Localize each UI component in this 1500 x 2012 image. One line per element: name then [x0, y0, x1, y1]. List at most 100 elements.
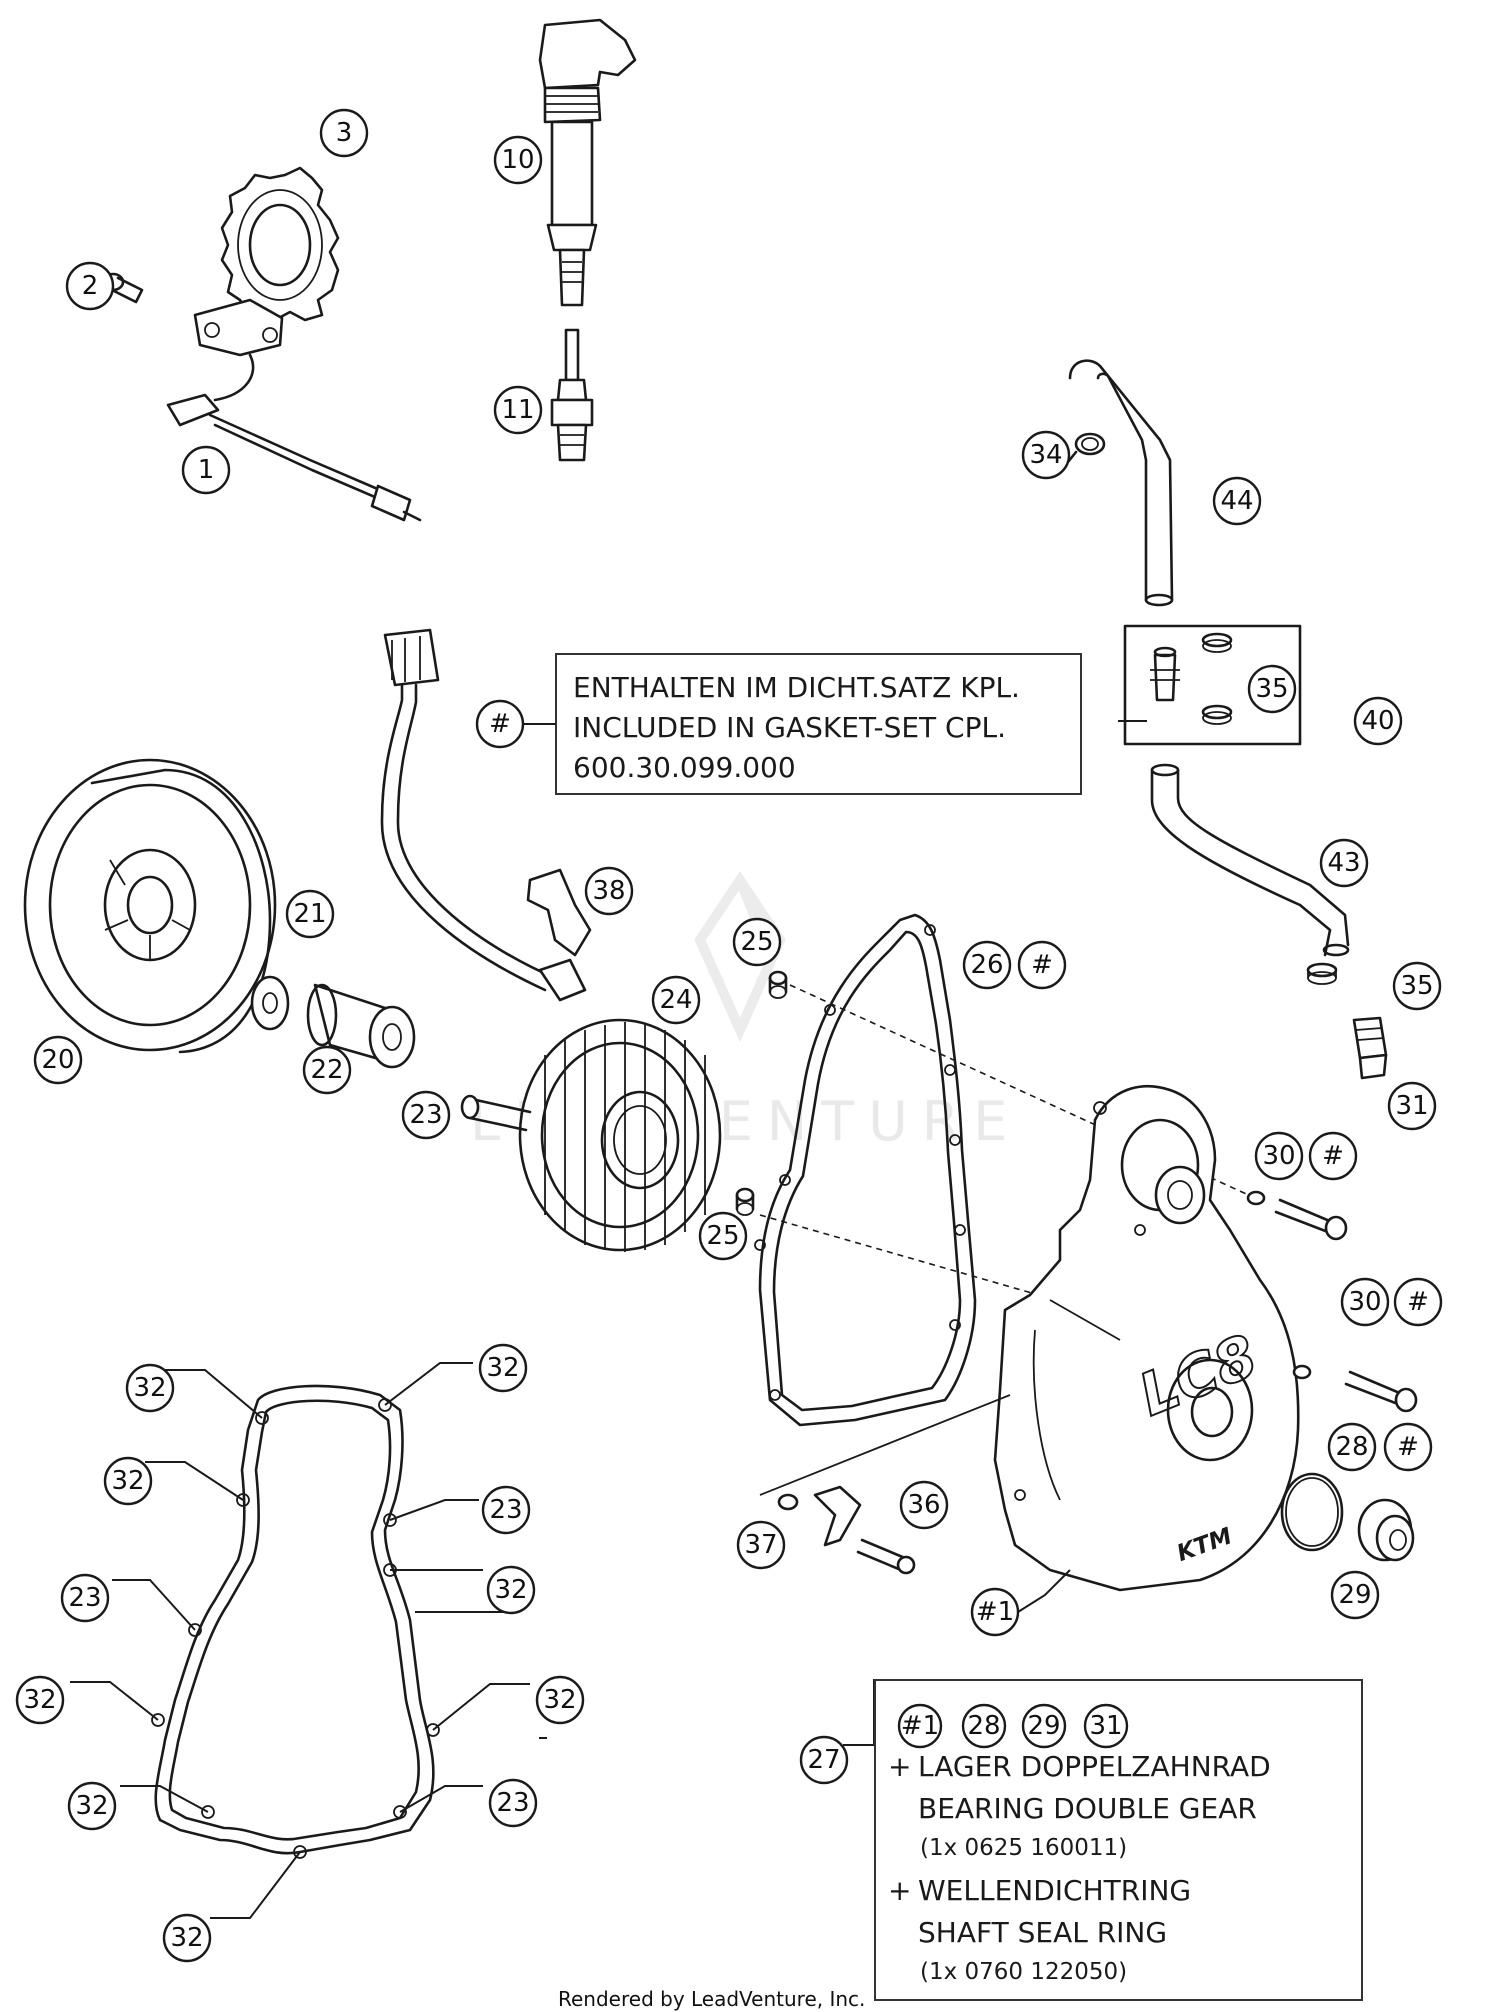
hose-clamp-part-34[interactable] [1066, 432, 1106, 464]
callout-c10[interactable]: 10 [493, 135, 543, 185]
callout-c2[interactable]: 2 [65, 261, 115, 311]
crankcase-gasket[interactable] [151, 1384, 440, 1859]
generator-cover-part-1[interactable]: LC8 KTM [993, 1085, 1300, 1592]
cover-gasket-part-26[interactable] [754, 913, 977, 1427]
callout-label: 27 [807, 1745, 840, 1775]
hose-fitting-part-31[interactable] [1352, 1016, 1388, 1080]
callout-kit31[interactable]: 31 [1083, 1703, 1129, 1749]
callout-chash5[interactable]: # [1383, 1422, 1433, 1472]
leader-lines [70, 720, 1147, 1919]
washer-part-37[interactable] [777, 1493, 799, 1511]
callout-chash1b[interactable]: #1 [970, 1587, 1020, 1637]
kit-plus-1: + [888, 1750, 911, 1783]
stator-bolt-part-23[interactable] [460, 1094, 532, 1132]
callout-circle [1017, 940, 1067, 990]
cable-clip-part-38[interactable] [526, 868, 592, 957]
callout-chash2[interactable]: # [1017, 940, 1067, 990]
o-ring-part-28[interactable] [1280, 1472, 1344, 1552]
callout-c23c[interactable]: 23 [60, 1573, 110, 1623]
callout-label: 44 [1220, 486, 1253, 516]
callout-label: 28 [967, 1711, 1000, 1741]
breather-hose-part-44[interactable] [1068, 359, 1174, 607]
callout-c28[interactable]: 28 [1327, 1422, 1377, 1472]
callout-circle [732, 917, 782, 967]
callout-c36[interactable]: 36 [899, 1480, 949, 1530]
callout-c32e[interactable]: 32 [15, 1675, 65, 1725]
trigger-wheel-part-3[interactable] [220, 166, 340, 322]
gasket-note-line2: INCLUDED IN GASKET-SET CPL. [573, 711, 1006, 744]
callout-c23a[interactable]: 23 [401, 1090, 451, 1140]
callout-c32g[interactable]: 32 [67, 1781, 117, 1831]
callout-chash4[interactable]: # [1393, 1277, 1443, 1327]
callout-c25b[interactable]: 25 [698, 1211, 748, 1261]
callout-circle [60, 1573, 110, 1623]
callout-c30b[interactable]: 30 [1340, 1277, 1390, 1327]
callout-c32h[interactable]: 32 [162, 1913, 212, 1963]
callout-c26[interactable]: 26 [962, 940, 1012, 990]
dowel-pin-part-25b[interactable] [735, 1187, 755, 1216]
footer-credit: Rendered by LeadVenture, Inc. [558, 1987, 865, 2011]
callout-kit1[interactable]: #1 [897, 1703, 943, 1749]
callout-label: 1 [198, 455, 215, 485]
alignment-lines [759, 984, 1301, 1371]
callout-c32a[interactable]: 32 [125, 1363, 175, 1413]
callout-c32f[interactable]: 32 [535, 1675, 585, 1725]
callout-circle [65, 261, 115, 311]
callout-c44[interactable]: 44 [1212, 476, 1262, 526]
callout-circle [961, 1703, 1007, 1749]
callout-c1[interactable]: 1 [181, 445, 231, 495]
callout-label: 28 [1335, 1432, 1368, 1462]
callout-c20[interactable]: 20 [33, 1035, 83, 1085]
callout-c32d[interactable]: 32 [486, 1565, 536, 1615]
breather-valve-assembly-part-40[interactable] [1123, 624, 1302, 746]
callout-chash3[interactable]: # [1308, 1131, 1358, 1181]
stator-part-24[interactable] [380, 628, 722, 1252]
callout-chash1[interactable]: # [475, 699, 525, 749]
callout-circle [584, 866, 634, 916]
callout-label: 23 [409, 1100, 442, 1130]
callout-c32b[interactable]: 32 [478, 1343, 528, 1393]
callout-label: 31 [1395, 1091, 1428, 1121]
callout-label: 23 [68, 1583, 101, 1613]
washer-part-21[interactable] [250, 975, 290, 1031]
callout-c37[interactable]: 37 [736, 1520, 786, 1570]
callout-c11[interactable]: 11 [493, 385, 543, 435]
cover-bolt-part-30a[interactable] [1246, 1190, 1348, 1241]
ignition-coil-part-10[interactable] [538, 18, 637, 307]
spark-plug-part-11[interactable] [550, 328, 594, 462]
callout-c32c[interactable]: 32 [103, 1456, 153, 1506]
callout-c23b[interactable]: 23 [481, 1485, 531, 1535]
callout-c21[interactable]: 21 [285, 889, 335, 939]
callout-c24[interactable]: 24 [651, 975, 701, 1025]
callout-c22[interactable]: 22 [302, 1045, 352, 1095]
callout-c38[interactable]: 38 [584, 866, 634, 916]
breather-hose-part-43[interactable] [1150, 763, 1350, 957]
flywheel-part-20[interactable] [23, 758, 277, 1054]
callout-c34[interactable]: 34 [1021, 430, 1071, 480]
dowel-pin-part-25[interactable] [768, 970, 788, 999]
callout-c40[interactable]: 40 [1353, 696, 1403, 746]
callout-circle [401, 1090, 451, 1140]
callout-c43[interactable]: 43 [1319, 838, 1369, 888]
pickup-sensor-part-1[interactable] [166, 298, 422, 522]
cover-bolt-part-30b[interactable] [1292, 1364, 1418, 1413]
bushing-part-22[interactable] [306, 983, 416, 1069]
callout-c23d[interactable]: 23 [488, 1778, 538, 1828]
callout-c35a[interactable]: 35 [1247, 664, 1297, 714]
screw-plug-part-29[interactable] [1357, 1498, 1415, 1562]
callout-c27[interactable]: 27 [799, 1735, 849, 1785]
callout-circle [1392, 961, 1442, 1011]
callout-c25a[interactable]: 25 [732, 917, 782, 967]
callout-kit28[interactable]: 28 [961, 1703, 1007, 1749]
callout-label: 32 [133, 1373, 166, 1403]
cable-guide-part-36[interactable] [813, 1485, 916, 1575]
gasket-set-note: ENTHALTEN IM DICHT.SATZ KPL. INCLUDED IN… [520, 653, 1082, 795]
sealing-ring-part-35[interactable] [1306, 962, 1338, 985]
callout-c3[interactable]: 3 [319, 108, 369, 158]
callout-c35b[interactable]: 35 [1392, 961, 1442, 1011]
callout-c31[interactable]: 31 [1387, 1081, 1437, 1131]
callout-kit29[interactable]: 29 [1021, 1703, 1067, 1749]
callout-c30a[interactable]: 30 [1254, 1131, 1304, 1181]
callout-c29[interactable]: 29 [1330, 1570, 1380, 1620]
